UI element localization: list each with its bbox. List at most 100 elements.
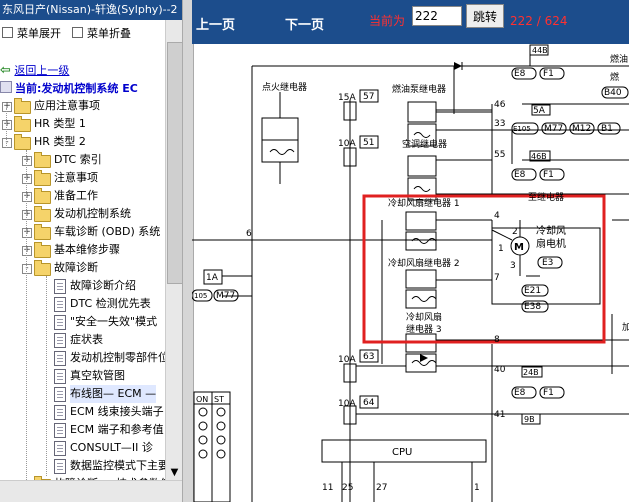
expand-menu-button[interactable]: 菜单展开: [2, 26, 61, 42]
conn-f1-3: F1: [543, 388, 554, 398]
conn-m77-2: M77: [216, 291, 235, 301]
collapse-node-icon[interactable]: -: [2, 138, 12, 148]
page-total: 222 / 624: [510, 14, 568, 28]
wire-27: 27: [376, 483, 387, 493]
label-fan-motor-line2: 扇电机: [536, 237, 566, 250]
conn-5a: 5A: [533, 106, 546, 116]
tree-doc-item-6[interactable]: 布线图— ECM —: [0, 385, 165, 403]
switch-on: ON: [196, 395, 208, 404]
tree-item-basic-service[interactable]: +基本维修步骤: [22, 242, 120, 258]
fuse-num-51: 51: [363, 138, 374, 148]
wire-7: 7: [494, 273, 500, 283]
conn-e105: E105: [513, 125, 531, 133]
go-button[interactable]: 跳转: [466, 4, 504, 28]
folder-icon: [34, 260, 51, 276]
label-fuel-right-2: 燃: [610, 71, 619, 83]
document-icon: [54, 279, 66, 294]
fuse-15a: 15A: [338, 93, 356, 103]
tree-doc-item-9[interactable]: CONSULT—II 诊: [0, 439, 165, 457]
tree-doc-item-2[interactable]: "安全一失效"模式: [0, 313, 165, 331]
wire-1b: 1: [474, 483, 480, 493]
wire-8: 8: [494, 335, 500, 345]
conn-e21: E21: [524, 286, 541, 296]
back-arrow-icon: ⇦: [0, 63, 11, 78]
scroll-thumb[interactable]: [167, 42, 182, 284]
collapse-node-icon[interactable]: -: [22, 264, 32, 274]
conn-b40: B40: [604, 88, 622, 98]
expand-node-icon[interactable]: +: [22, 245, 32, 256]
wire-3: 3: [510, 261, 516, 271]
tree-doc-item-8[interactable]: ECM 端子和参考值: [0, 421, 165, 439]
fuse-num-63: 63: [363, 352, 374, 362]
folder-icon: [34, 152, 51, 168]
expand-node-icon[interactable]: +: [2, 101, 12, 112]
conn-f1-2: F1: [543, 170, 554, 180]
expand-node-icon[interactable]: +: [22, 209, 32, 220]
tree-doc-item-3[interactable]: 症状表: [0, 331, 165, 349]
label-fuel-right: 燃油: [610, 53, 628, 65]
page-number-input[interactable]: [412, 6, 462, 26]
motor-icon: M: [514, 242, 524, 253]
label-main-relay: 至继电器: [528, 191, 564, 203]
folder-icon: [14, 98, 31, 114]
tree-panel: 菜单展开 菜单折叠 ⇦ 返回上一级 当前:发动机控制系统 EC +应用注意事项+…: [0, 0, 182, 502]
expand-node-icon[interactable]: +: [22, 227, 32, 238]
expand-node-icon[interactable]: +: [22, 191, 32, 202]
tree-item-dtc-index[interactable]: +DTC 索引: [22, 152, 102, 168]
wire-2: 2: [512, 227, 518, 237]
label-fuel-pump-relay: 燃油泵继电器: [392, 83, 446, 95]
current-section: 当前:发动机控制系统 EC: [0, 80, 138, 96]
collapse-menu-button[interactable]: 菜单折叠: [72, 26, 131, 42]
tree-item-hr-type1[interactable]: +HR 类型 1: [2, 116, 86, 132]
document-icon: [54, 369, 66, 384]
conn-e3: E3: [542, 258, 553, 268]
wire-6: 6: [246, 229, 252, 239]
tree-item-diagnosis[interactable]: -故障诊断: [0, 259, 165, 277]
tree-item-engine-control[interactable]: +发动机控制系统: [22, 206, 131, 222]
folder-icon: [34, 188, 51, 204]
wire-25: 25: [342, 483, 353, 493]
tree-doc-item-0[interactable]: 故障诊断介绍: [0, 277, 165, 295]
label-fan-relay-3-line1: 冷却风扇: [406, 311, 442, 323]
tree-item-precautions[interactable]: +应用注意事项: [2, 98, 100, 114]
prev-page-link[interactable]: 上一页: [196, 18, 236, 33]
tree-doc-item-7[interactable]: ECM 线束接头端子: [0, 403, 165, 421]
fuse-num-64: 64: [363, 398, 375, 408]
fuse-num-57: 57: [363, 92, 374, 102]
document-icon: [54, 387, 66, 402]
tree-item-notes[interactable]: +注意事项: [22, 170, 98, 186]
tree-doc-item-1[interactable]: DTC 检测优先表: [0, 295, 165, 313]
folder-icon: [34, 224, 51, 240]
folder-icon: [14, 116, 31, 132]
back-link[interactable]: ⇦ 返回上一级: [0, 63, 70, 78]
window-title: 东风日产(Nissan)-轩逸(Sylphy)--2: [0, 0, 192, 20]
tree-item-preparation[interactable]: +准备工作: [22, 188, 98, 204]
document-icon: [54, 405, 66, 420]
tree-doc-item-4[interactable]: 发动机控制零部件位: [0, 349, 169, 367]
fuse-10a-2: 10A: [338, 355, 356, 365]
expand-node-icon[interactable]: +: [22, 155, 32, 166]
scroll-down-icon[interactable]: ▼: [170, 467, 179, 478]
conn-m12: M12: [572, 124, 591, 134]
wiring-diagram: 点火继电器 燃油泵继电器 空调继电器 冷却风扇继电器 1 冷却风扇继电器 2 冷…: [192, 44, 629, 502]
folder-icon: [34, 206, 51, 222]
tree-vertical-scrollbar[interactable]: ▼: [165, 20, 182, 480]
conn-e8-1: E8: [514, 69, 526, 79]
conn-44b: 44B: [532, 46, 548, 55]
nav-bar: 上一页 下一页 当前为 跳转 222 / 624: [192, 0, 629, 44]
expand-node-icon[interactable]: +: [2, 119, 12, 130]
wire-40: 40: [494, 365, 506, 375]
tree-doc-item-10[interactable]: 数据监控模式下主要: [0, 457, 169, 475]
next-page-link[interactable]: 下一页: [285, 18, 325, 33]
label-fan-relay-2: 冷却风扇继电器 2: [388, 257, 460, 269]
wire-41: 41: [494, 410, 505, 420]
tree-horizontal-scrollbar[interactable]: [0, 480, 182, 502]
highlight-box: [362, 194, 606, 344]
tree-doc-item-5[interactable]: 真空软管图: [0, 367, 165, 385]
panel-divider[interactable]: [182, 0, 194, 502]
conn-1a: 1A: [206, 273, 219, 283]
expand-node-icon[interactable]: +: [22, 173, 32, 184]
tree-item-obd[interactable]: +车载诊断 (OBD) 系统: [22, 224, 161, 240]
document-icon: [54, 459, 66, 474]
tree-item-hr-type2[interactable]: -HR 类型 2: [0, 133, 165, 151]
